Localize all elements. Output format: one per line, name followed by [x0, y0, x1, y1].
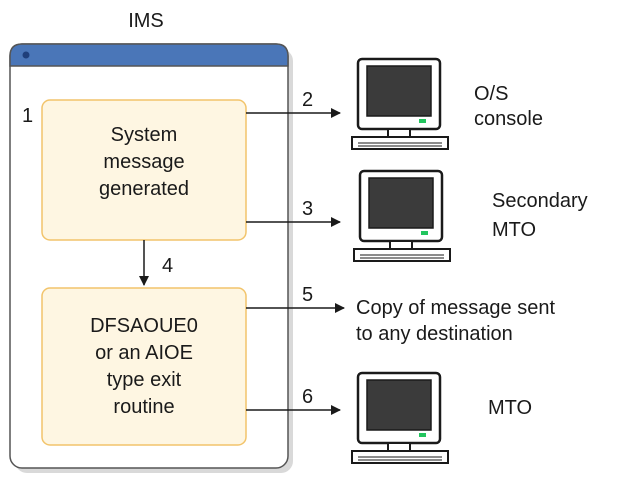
system-message-line-2: message [103, 151, 184, 173]
exit-routine-box: DFSAOUE0 or an AIOE type exit routine [41, 287, 247, 446]
secondary-mto-label-line-2: MTO [492, 219, 536, 241]
os-console-label-line-2: console [474, 108, 543, 130]
exit-routine-line-4: routine [113, 396, 174, 418]
exit-routine-line-3: type exit [107, 369, 182, 391]
any-destination-label-line-2: to any destination [356, 323, 513, 345]
os-console-terminal-icon [350, 57, 450, 151]
arrow-3-label: 3 [302, 198, 313, 220]
any-destination-label-line-1: Copy of message sent [356, 297, 555, 319]
ims-window-header [9, 43, 289, 67]
system-message-line-3: generated [99, 178, 189, 200]
secondary-mto-label-line-1: Secondary [492, 190, 588, 212]
window-dot-icon [22, 51, 30, 59]
arrow-5-label: 5 [302, 284, 313, 306]
arrow-4-label: 4 [162, 255, 173, 277]
arrow-2-label: 2 [302, 89, 313, 111]
os-console-label-line-1: O/S [474, 83, 508, 105]
system-message-line-1: System [111, 124, 178, 146]
secondary-mto-terminal-icon [352, 169, 452, 263]
mto-terminal-icon [350, 371, 450, 465]
exit-routine-line-1: DFSAOUE0 [90, 315, 198, 337]
system-message-box: System message generated [41, 99, 247, 241]
ims-title: IMS [128, 10, 164, 32]
exit-routine-line-2: or an AIOE [95, 342, 193, 364]
arrow-6-label: 6 [302, 386, 313, 408]
mto-label: MTO [488, 397, 532, 419]
step-1-label: 1 [22, 105, 33, 127]
